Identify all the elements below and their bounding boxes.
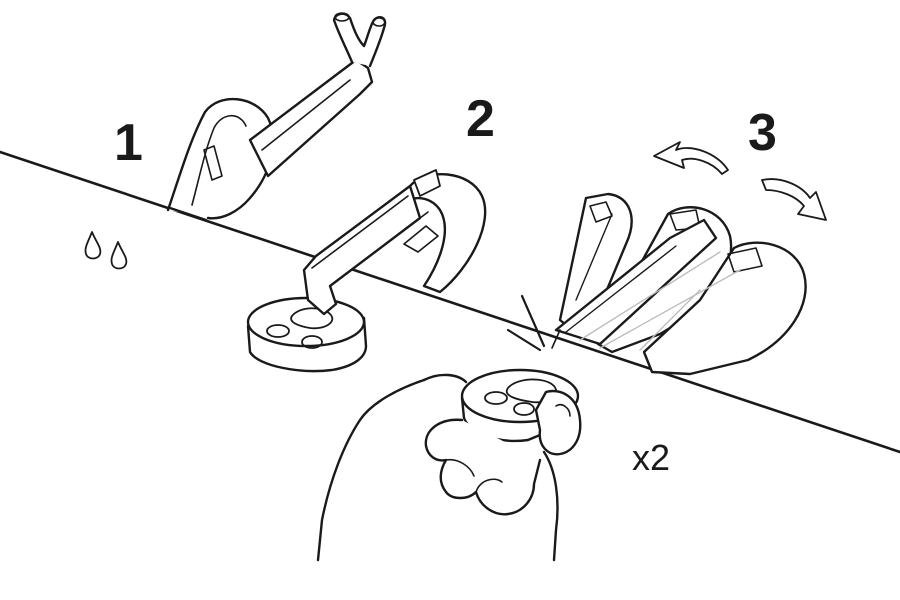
panel-edge-line [0,150,900,454]
step2-grommet [246,296,368,373]
step-number-3: 3 [748,104,777,162]
step2-tool [302,169,487,316]
step3-tool [554,192,807,376]
hand-with-grommet [316,368,582,562]
action-lines [506,294,561,352]
step-number-2: 2 [466,90,495,148]
step-number-1: 1 [114,114,143,172]
step1-tool [166,12,387,222]
quantity-label: x2 [632,437,670,478]
rotate-arrows-icon [653,141,827,221]
water-drops-icon [84,231,128,270]
